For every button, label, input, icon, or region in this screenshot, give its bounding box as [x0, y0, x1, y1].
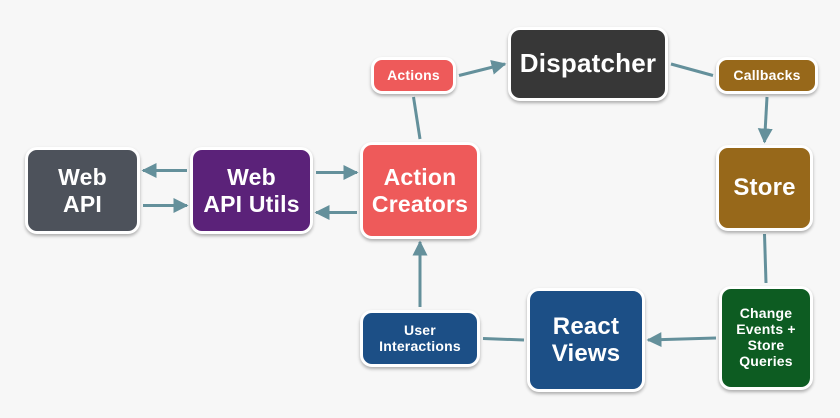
node-user-interactions[interactable]: User Interactions: [360, 310, 480, 367]
node-web-api-utils[interactable]: Web API Utils: [190, 147, 313, 234]
connector-callbacks-to-store: [757, 96, 773, 144]
node-label-user-interactions: User Interactions: [379, 321, 461, 354]
connector-react-views-to-user-interactions: [482, 337, 525, 342]
connector-store-to-change-events: [763, 233, 768, 284]
node-dispatcher[interactable]: Dispatcher: [508, 27, 668, 101]
node-label-react-views: React Views: [551, 312, 621, 367]
node-web-api[interactable]: Web API: [25, 147, 140, 234]
node-label-web-api-utils: Web API Utils: [203, 164, 300, 217]
connector-actions-to-dispatcher: [458, 59, 507, 77]
connector-dispatcher-to-callbacks: [670, 62, 714, 77]
node-action-creators[interactable]: Action Creators: [360, 142, 480, 239]
node-label-callbacks: Callbacks: [733, 66, 801, 83]
node-label-actions: Actions: [387, 66, 440, 83]
node-label-action-creators: Action Creators: [371, 164, 469, 217]
connector-action-creators-to-actions: [412, 96, 422, 140]
node-label-dispatcher: Dispatcher: [519, 48, 657, 79]
node-label-store: Store: [733, 174, 796, 202]
node-actions[interactable]: Actions: [371, 57, 456, 94]
node-label-web-api: Web API: [58, 164, 107, 217]
node-callbacks[interactable]: Callbacks: [716, 57, 818, 94]
connector-change-events-to-react-views: [646, 332, 717, 348]
node-react-views[interactable]: React Views: [527, 288, 645, 392]
node-store[interactable]: Store: [716, 145, 813, 231]
node-label-change-events-store-queries: Change Events + Store Queries: [736, 305, 796, 369]
node-change-events-store-queries[interactable]: Change Events + Store Queries: [719, 286, 813, 390]
